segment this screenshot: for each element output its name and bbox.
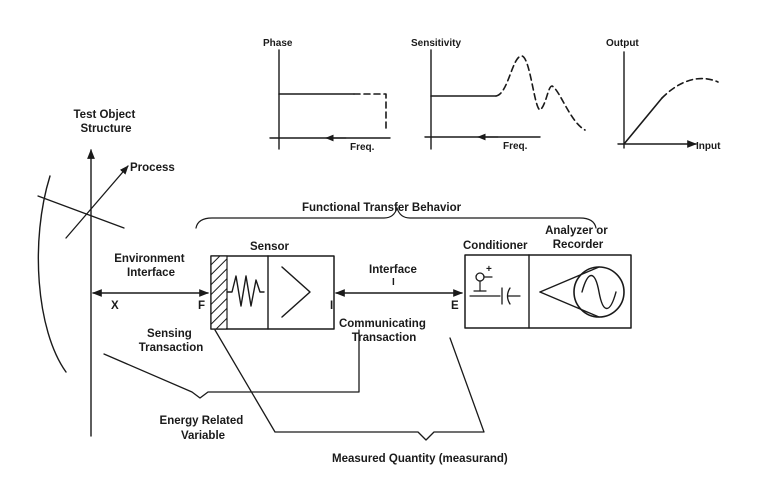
test-object-label: Test Object Structure — [74, 109, 139, 135]
interface-i-label: I — [392, 277, 395, 288]
sensor-box: Sensor — [210, 241, 335, 330]
process-arrow — [37, 195, 125, 229]
process-arrow-head — [65, 165, 129, 239]
sensor-hatched-element — [210, 255, 228, 330]
output-curve-dashed — [661, 77, 719, 99]
test-object-structure: Test Object Structure Process — [37, 109, 175, 437]
phase-ylabel: Phase — [263, 38, 293, 49]
sensitivity-curve-dashed — [495, 55, 586, 131]
x-label: X — [111, 300, 119, 312]
interface-top-label: Interface — [369, 264, 417, 276]
svg-text:+: + — [486, 264, 492, 275]
sensitivity-graph: Sensitivity Freq. — [411, 38, 586, 152]
sensitivity-xlabel: Freq. — [503, 141, 528, 152]
sensor-label: Sensor — [250, 241, 290, 253]
output-graph: Output Input — [606, 38, 721, 152]
i-label: I — [330, 300, 333, 312]
spring-icon — [226, 275, 265, 307]
structure-curve — [37, 175, 67, 373]
measured-quantity-bracket — [214, 329, 485, 441]
phase-xlabel: Freq. — [350, 142, 375, 153]
conditioner-circuit-icon: + — [469, 264, 521, 305]
energy-related-variable-label: Energy Related Variable — [160, 415, 247, 442]
phase-curve-dashed — [353, 93, 387, 133]
measured-quantity-label: Measured Quantity (measurand) — [332, 453, 508, 465]
phase-graph: Phase Freq. — [263, 38, 391, 153]
sensing-transaction-label: Sensing Transaction — [139, 328, 204, 354]
output-ylabel: Output — [606, 38, 639, 49]
e-label: E — [451, 300, 459, 312]
conditioner-label: Conditioner — [463, 240, 528, 252]
sensitivity-ylabel: Sensitivity — [411, 38, 461, 49]
functional-transfer-brace: Functional Transfer Behavior — [195, 202, 597, 229]
communicating-transaction-label: Communicating Transaction — [339, 318, 429, 344]
output-curve — [623, 97, 663, 145]
process-label: Process — [130, 162, 175, 174]
analyzer-sine-icon — [539, 266, 625, 318]
amplifier-icon — [281, 266, 311, 318]
f-label: F — [198, 300, 205, 312]
output-xlabel: Input — [696, 141, 721, 152]
analyzer-label: Analyzer or Recorder — [545, 225, 611, 251]
conditioner-analyzer-box: + Conditioner Analyzer or Recorder — [463, 225, 632, 329]
functional-transfer-label: Functional Transfer Behavior — [302, 202, 462, 214]
energy-variable-bracket — [103, 329, 360, 399]
environment-interface-label: Environment Interface — [114, 253, 188, 279]
